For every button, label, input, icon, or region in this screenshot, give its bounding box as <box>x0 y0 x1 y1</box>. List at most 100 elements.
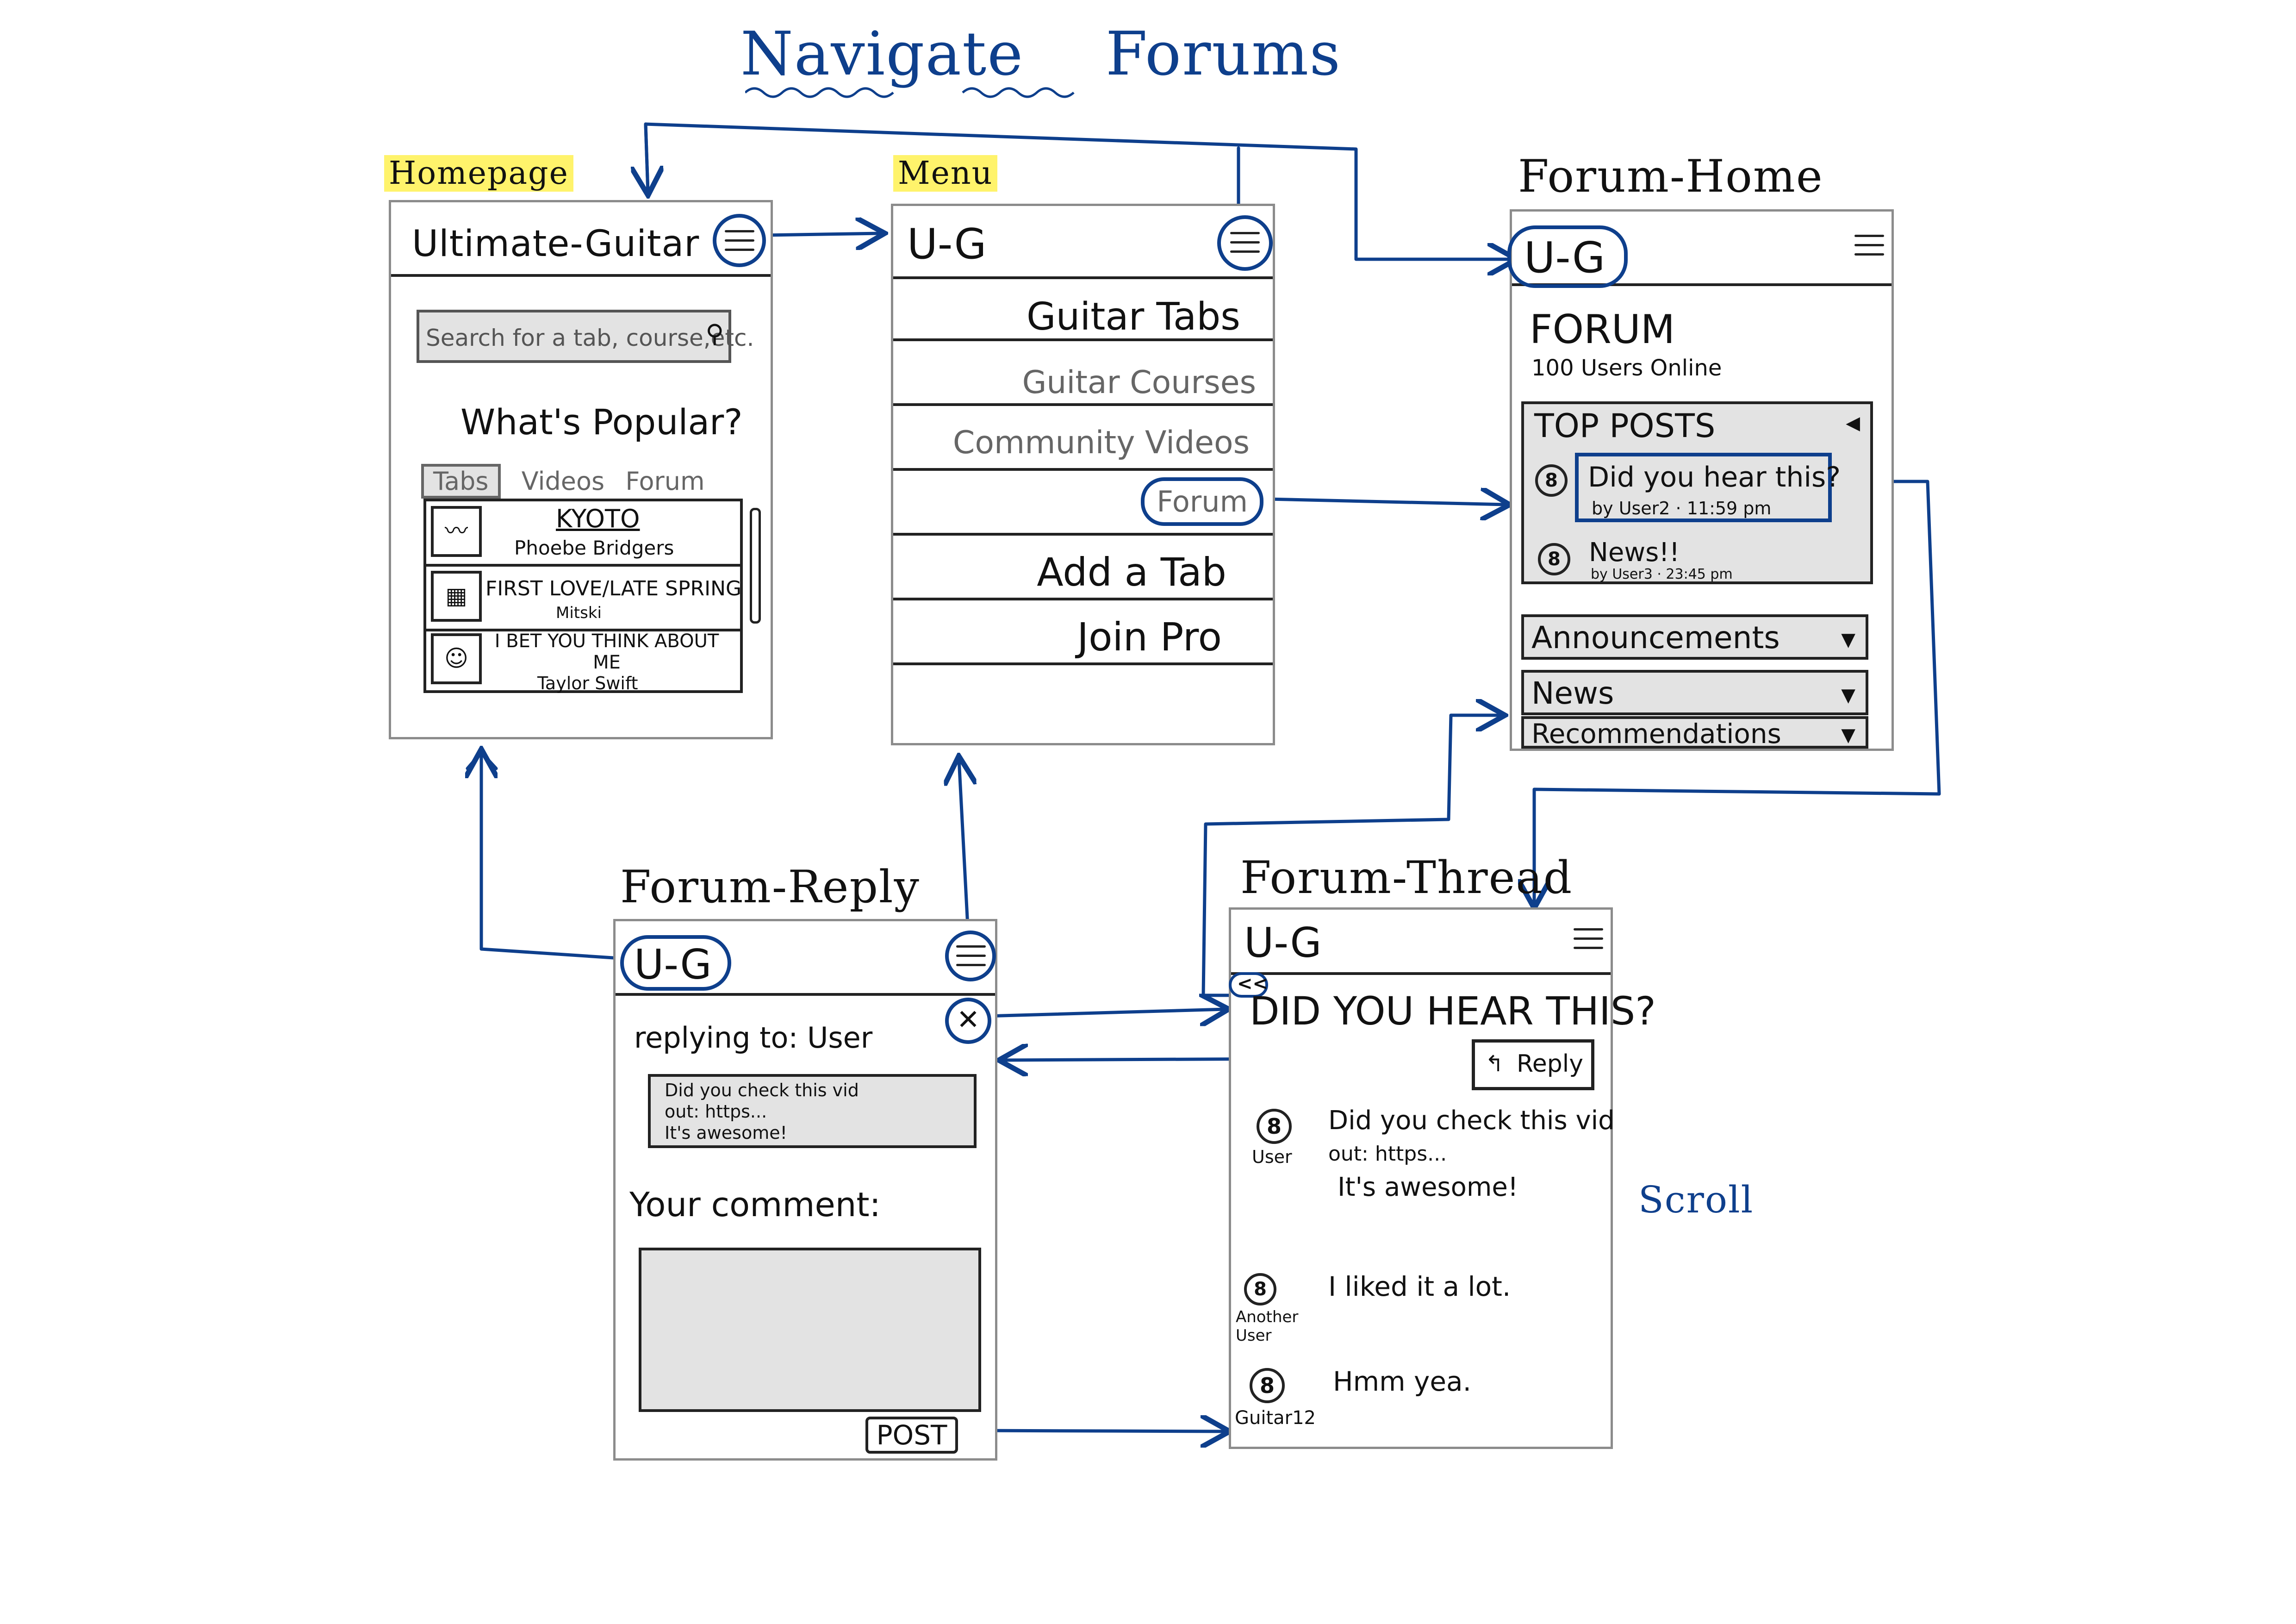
hamburger-icon <box>956 945 986 968</box>
menu-item-guitar-tabs[interactable]: Guitar Tabs <box>893 276 1273 341</box>
logo[interactable]: U-G <box>1244 919 1322 967</box>
arrow-reply-to-home <box>481 752 622 960</box>
song-title: KYOTO <box>556 504 640 533</box>
reply-icon: ↰ <box>1485 1051 1504 1077</box>
quoted-comment: Did you check this vid out: https... It'… <box>648 1074 977 1148</box>
song-list: 〰 KYOTO Phoebe Bridgers ▦ FIRST LOVE/LAT… <box>423 499 743 693</box>
section-label: Announcements <box>1531 620 1780 656</box>
tab-tabs[interactable]: Tabs <box>421 464 501 499</box>
menu-item-join-pro[interactable]: Join Pro <box>893 600 1273 665</box>
post-title: News!! <box>1589 537 1680 568</box>
comment-text: Hmm yea. <box>1333 1366 1472 1397</box>
top-post-item[interactable]: News!! by User3 · 23:45 pm <box>1589 534 1848 582</box>
back-icon: << <box>1237 973 1269 994</box>
menu-item-add-tab[interactable]: Add a Tab <box>893 536 1273 600</box>
arrow-menu-forum-to-forumhome <box>1266 499 1506 505</box>
tab-videos[interactable]: Videos <box>521 467 605 496</box>
logo-button[interactable]: U-G <box>620 935 731 991</box>
song-title: I BET YOU THINK ABOUT ME <box>494 631 719 673</box>
hamburger-icon[interactable] <box>1854 235 1884 257</box>
comment-line: It's awesome! <box>1338 1172 1518 1202</box>
title-underline <box>745 87 1075 98</box>
app-title: Ultimate-Guitar <box>412 223 700 265</box>
post-title: Did you hear this? <box>1588 461 1841 493</box>
comment-text: I liked it a lot. <box>1328 1271 1511 1302</box>
label-forum-home: Forum-Home <box>1518 150 1823 202</box>
menu-item-label: Join Pro <box>1077 614 1222 660</box>
reply-button[interactable]: ↰ Reply <box>1472 1039 1594 1090</box>
search-icon: ⚲ <box>705 319 724 348</box>
hamburger-icon <box>1230 232 1260 254</box>
label-scroll: Scroll <box>1638 1178 1754 1221</box>
song-title: FIRST LOVE/LATE SPRING <box>485 577 742 600</box>
list-item[interactable]: ▦ FIRST LOVE/LATE SPRING Mitski <box>426 564 742 631</box>
thread-title: DID YOU HEAR THIS? <box>1250 988 1656 1034</box>
album-art-icon: ☺ <box>431 633 482 684</box>
section-announcements[interactable]: Announcements ▼ <box>1521 614 1868 660</box>
comment-line: out: https... <box>1328 1142 1447 1166</box>
reply-label: Reply <box>1517 1050 1584 1078</box>
quote-line: out: https... <box>665 1101 767 1122</box>
logo[interactable]: U-G <box>907 220 987 269</box>
comment-label: Your comment: <box>629 1185 881 1224</box>
user-avatar-icon: 8 <box>1250 1368 1285 1403</box>
section-label: News <box>1531 675 1614 711</box>
hamburger-icon <box>725 230 754 252</box>
menu-item-label: Guitar Courses <box>1022 364 1256 401</box>
close-menu-button[interactable] <box>1217 215 1273 271</box>
song-artist: Mitski <box>556 604 602 622</box>
title-part-2: Forums <box>1105 19 1342 89</box>
list-item[interactable]: ☺ I BET YOU THINK ABOUT ME Taylor Swift <box>426 629 740 693</box>
comment-user: User <box>1252 1147 1292 1167</box>
forum-thread-screen: U-G << DID YOU HEAR THIS? ↰ Reply 8 User… <box>1229 907 1656 1449</box>
users-online: 100 Users Online <box>1531 355 1722 381</box>
homepage-screen: Ultimate-Guitar Search for a tab, course… <box>389 200 773 739</box>
diagram-title: Navigate Forums <box>740 19 1341 89</box>
post-meta: by User2 · 11:59 pm <box>1592 498 1772 518</box>
dropdown-arrow-icon: ▼ <box>1841 725 1855 746</box>
comment-textarea[interactable] <box>639 1248 981 1412</box>
close-icon: ✕ <box>956 1004 980 1036</box>
menu-item-label: Forum <box>1141 477 1263 526</box>
top-post-item[interactable]: Did you hear this? by User2 · 11:59 pm <box>1575 453 1841 522</box>
menu-button[interactable] <box>713 214 766 267</box>
forum-heading: FORUM <box>1530 306 1675 353</box>
logo: U-G <box>634 941 712 988</box>
dropdown-arrow-icon: ▼ <box>1841 685 1855 706</box>
dropdown-arrow-icon: ▼ <box>1841 629 1855 650</box>
arrow-post-to-thread-from-reply <box>956 1430 1226 1431</box>
search-input[interactable]: Search for a tab, course,etc. ⚲ <box>417 310 754 363</box>
hamburger-icon[interactable] <box>1574 928 1603 950</box>
logo: U-G <box>1524 233 1605 282</box>
menu-item-community-videos[interactable]: Community Videos <box>893 406 1273 471</box>
album-art-icon: ▦ <box>431 571 482 622</box>
section-news[interactable]: News ▼ <box>1521 670 1868 715</box>
user-avatar-icon: 8 <box>1244 1273 1276 1305</box>
popular-tabs: Tabs Videos Forum <box>421 464 705 499</box>
collapse-icon[interactable]: ◀ <box>1846 412 1860 434</box>
arrow-reply-to-menu <box>959 759 968 937</box>
logo-button[interactable]: U-G <box>1507 225 1628 288</box>
menu-button[interactable] <box>945 931 996 981</box>
arrow-reply-close-to-thread <box>984 1009 1226 1016</box>
popular-heading: What's Popular? <box>460 401 743 443</box>
list-item[interactable]: 〰 KYOTO Phoebe Bridgers <box>426 501 740 567</box>
song-artist: Taylor Swift <box>537 673 638 693</box>
forum-reply-screen: U-G ✕ replying to: User Did you check th… <box>613 919 997 1461</box>
search-placeholder: Search for a tab, course,etc. <box>426 325 754 351</box>
back-button[interactable]: << <box>1229 972 1268 998</box>
section-recommendations[interactable]: Recommendations ▼ <box>1521 716 1868 750</box>
close-button[interactable]: ✕ <box>945 998 991 1044</box>
post-button[interactable]: POST <box>865 1417 958 1454</box>
menu-item-forum[interactable]: Forum <box>893 471 1273 536</box>
tab-forum[interactable]: Forum <box>625 467 705 496</box>
comment-user: Guitar12 <box>1235 1407 1316 1429</box>
menu-item-label: Add a Tab <box>1037 550 1226 595</box>
menu-item-label: Guitar Tabs <box>1026 295 1240 339</box>
comment-user: Another User <box>1236 1308 1299 1345</box>
replying-to: replying to: User <box>634 1021 873 1055</box>
scrollbar[interactable] <box>750 508 761 624</box>
forum-home-screen: U-G FORUM 100 Users Online TOP POSTS ◀ 8… <box>1507 209 1894 751</box>
label-homepage: Homepage <box>384 155 573 192</box>
menu-item-guitar-courses[interactable]: Guitar Courses <box>893 341 1273 406</box>
